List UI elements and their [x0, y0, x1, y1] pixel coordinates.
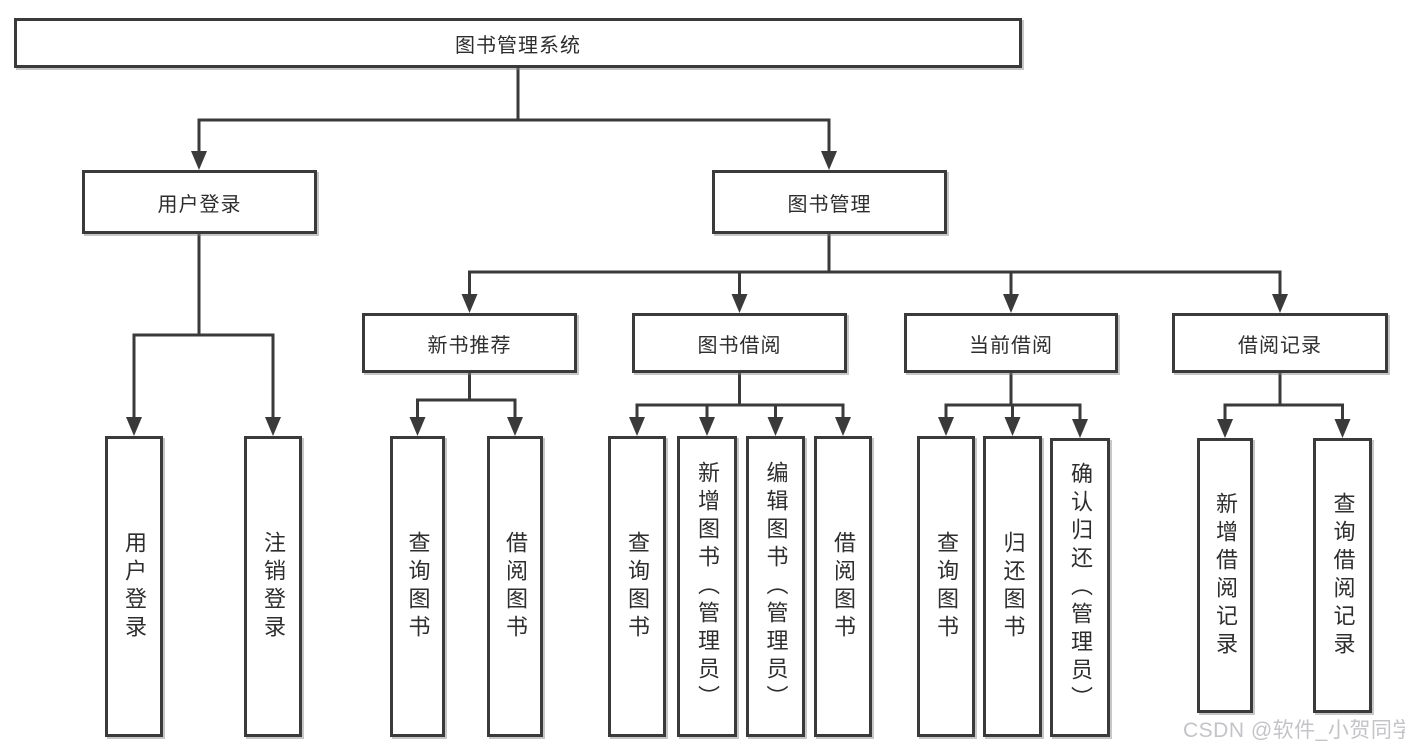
node-label: 编辑图书（管理员） [763, 460, 789, 713]
leaf-query-borrow-record: 查询借阅记录 [1313, 438, 1372, 713]
leaf-current-query-book: 查询图书 [917, 436, 975, 737]
csdn-watermark: CSDN @软件_小贺同学 [1183, 719, 1405, 742]
node-book-borrow: 图书借阅 [632, 313, 847, 373]
node-label: 注销登录 [261, 530, 286, 643]
leaf-add-book-admin: 新增图书（管理员） [677, 436, 737, 737]
node-label: 新增图书（管理员） [695, 460, 720, 713]
leaf-borrow-book: 借阅图书 [814, 436, 872, 737]
leaf-confirm-return-admin: 确认归还（管理员） [1050, 438, 1110, 737]
node-system-root: 图书管理系统 [14, 18, 1022, 68]
node-book-management: 图书管理 [712, 170, 947, 234]
node-label: 图书借阅 [697, 334, 782, 357]
node-label: 当前借阅 [969, 334, 1053, 357]
node-label: 查询图书 [625, 530, 650, 643]
node-label: 用户登录 [122, 530, 147, 643]
node-label: 用户登录 [157, 193, 242, 216]
node-label: 借阅记录 [1238, 334, 1322, 357]
node-label: 归还图书 [1000, 530, 1026, 643]
node-label: 新书推荐 [427, 334, 512, 357]
leaf-logout: 注销登录 [244, 436, 302, 737]
leaf-user-login: 用户登录 [105, 436, 163, 737]
node-user-login: 用户登录 [82, 170, 317, 234]
node-label: 图书管理系统 [455, 34, 581, 57]
node-label: 借阅图书 [831, 530, 856, 643]
leaf-recommend-borrow-book: 借阅图书 [487, 436, 543, 737]
node-new-book-recommend: 新书推荐 [362, 313, 577, 373]
leaf-borrow-query-book: 查询图书 [608, 436, 666, 737]
node-current-borrow: 当前借阅 [904, 313, 1118, 373]
node-label: 新增借阅记录 [1213, 491, 1238, 660]
node-label: 借阅图书 [503, 530, 528, 643]
node-borrow-records: 借阅记录 [1172, 313, 1388, 373]
node-label: 确认归还（管理员） [1068, 461, 1093, 714]
node-label: 图书管理 [787, 193, 872, 216]
leaf-edit-book-admin: 编辑图书（管理员） [746, 436, 805, 737]
leaf-return-book: 归还图书 [983, 436, 1042, 737]
leaf-recommend-query-book: 查询图书 [390, 436, 445, 737]
node-label: 查询图书 [934, 530, 959, 643]
leaf-add-borrow-record: 新增借阅记录 [1197, 438, 1253, 713]
node-label: 查询图书 [405, 530, 431, 643]
node-label: 查询借阅记录 [1330, 491, 1356, 660]
